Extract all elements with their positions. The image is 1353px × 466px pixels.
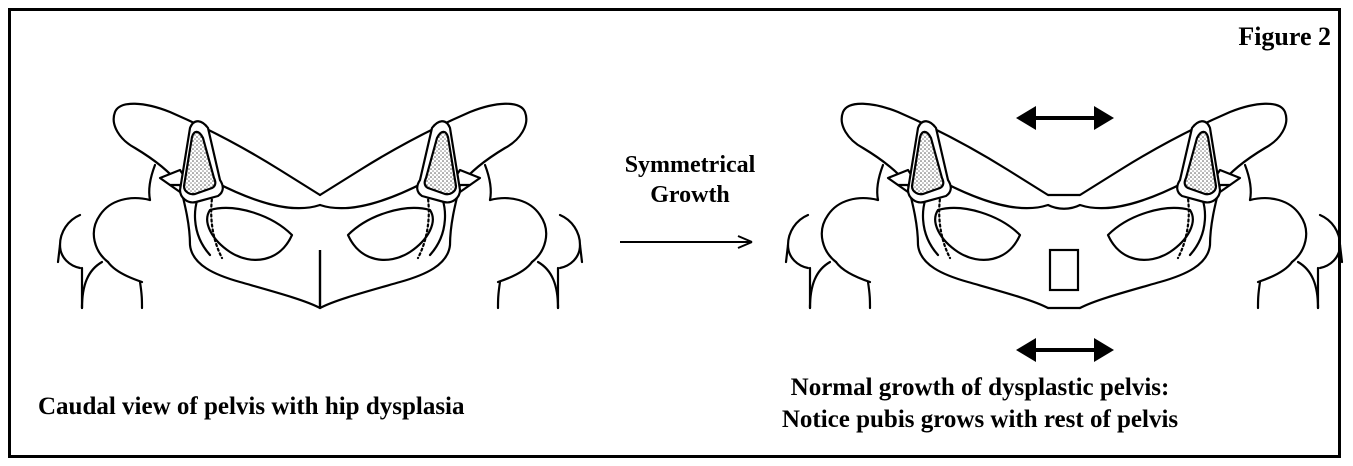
left-pelvis-illustration [58,104,582,308]
upper-double-arrow-icon [1016,106,1114,130]
lower-double-arrow-icon [1016,338,1114,362]
right-pelvis-illustration [786,104,1342,308]
growth-arrow [620,236,752,248]
